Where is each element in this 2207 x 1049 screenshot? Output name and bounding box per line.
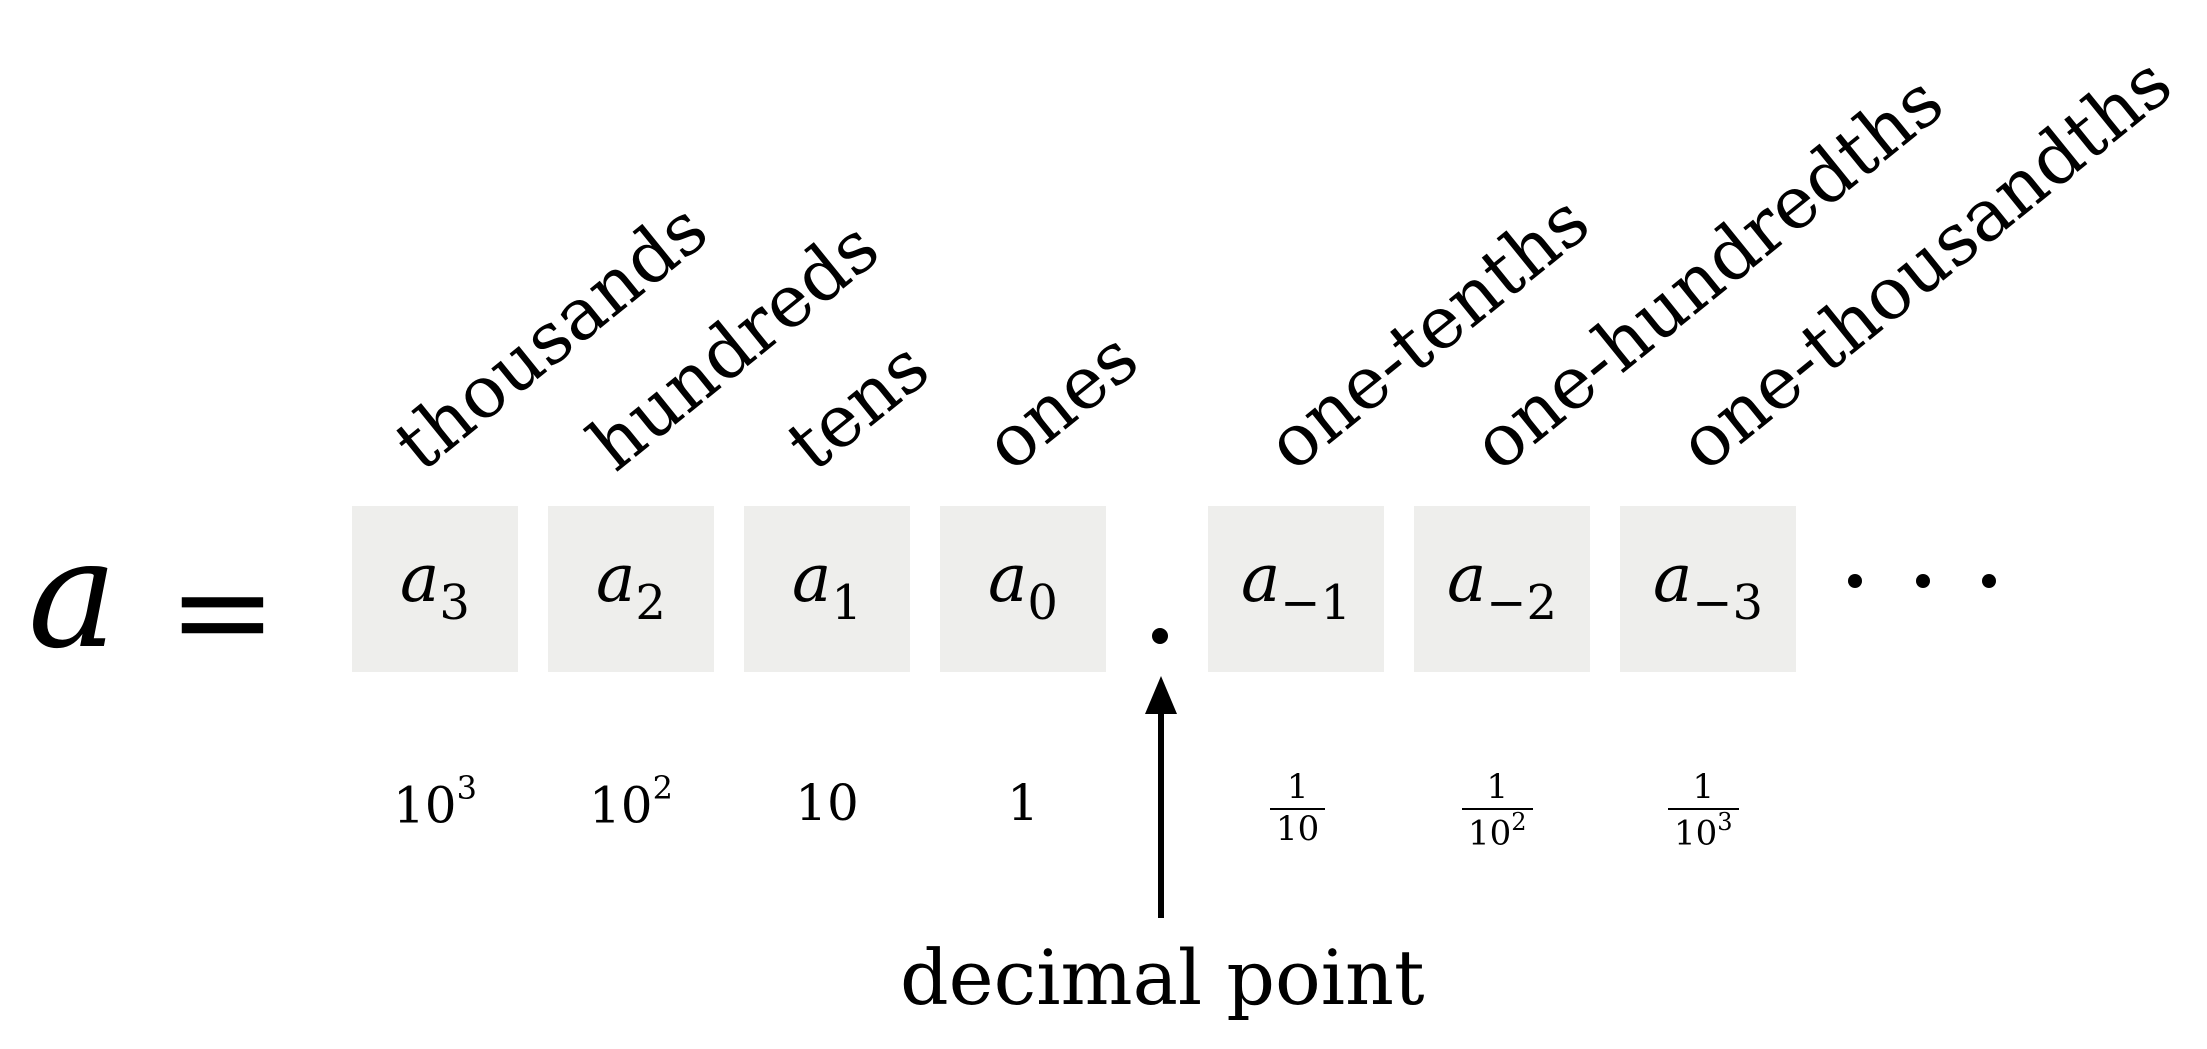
digit-symbol: a3 (400, 540, 470, 631)
weight-one-hundredths: 1 102 (1462, 769, 1533, 852)
ellipsis-dot (1982, 574, 1996, 588)
digit-symbol: a−1 (1240, 540, 1352, 631)
digit-box-a2: a2 (548, 506, 714, 672)
decimal-point-label: decimal point (900, 933, 1425, 1022)
decimal-point-dot (1152, 628, 1168, 644)
digit-box-a-minus-2: a−2 (1414, 506, 1590, 672)
place-label-tens: tens (770, 323, 945, 487)
digit-symbol: a2 (596, 540, 666, 631)
place-label-ones: ones (968, 314, 1154, 487)
weight-tens: 10 (795, 774, 859, 832)
lhs-variable: a (28, 508, 118, 682)
arrow-shaft (1158, 700, 1164, 918)
digit-symbol: a−2 (1446, 540, 1558, 631)
equals-sign: = (168, 535, 277, 687)
digit-box-a3: a3 (352, 506, 518, 672)
digit-box-a1: a1 (744, 506, 910, 672)
digit-symbol: a0 (988, 540, 1058, 631)
digit-box-a-minus-1: a−1 (1208, 506, 1384, 672)
weight-one-tenths: 1 10 (1270, 769, 1326, 847)
ellipsis (1848, 574, 1998, 594)
ellipsis-dot (1848, 574, 1862, 588)
digit-symbol: a1 (792, 540, 862, 631)
ellipsis-dot (1916, 574, 1930, 588)
digit-box-a-minus-3: a−3 (1620, 506, 1796, 672)
weight-ones: 1 (1007, 774, 1039, 832)
digit-box-a0: a0 (940, 506, 1106, 672)
weight-thousands: 103 (393, 769, 477, 835)
digit-symbol: a−3 (1652, 540, 1764, 631)
weight-hundreds: 102 (589, 769, 673, 835)
weight-one-thousandths: 1 103 (1668, 769, 1739, 852)
